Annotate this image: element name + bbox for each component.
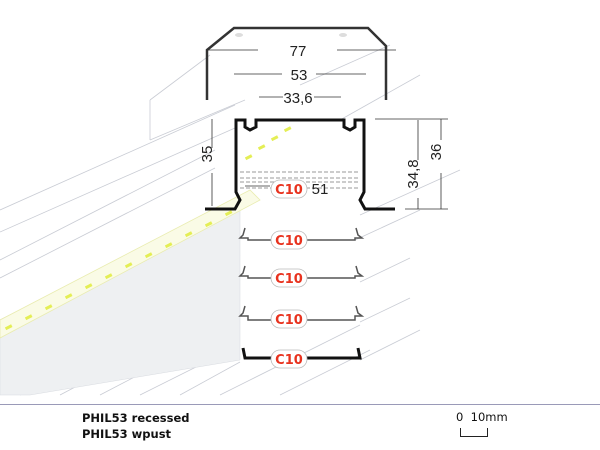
led-strip (0, 126, 292, 339)
dim-cover-width: 51 (312, 181, 329, 198)
dim-inner-depth: 35 (199, 146, 216, 163)
dim-height-inner: 34,8 (405, 159, 422, 188)
dim-profile-width: 53 (291, 67, 308, 84)
cover-option-1: C10 (238, 227, 365, 250)
dim-height-total: 36 (428, 144, 445, 161)
scale-bar (460, 428, 488, 437)
cover-option-black: C10 (241, 347, 362, 369)
cover-option-2: C10 (238, 265, 365, 288)
dimension-lines (207, 49, 448, 210)
product-name-en: PHIL53 recessed (82, 411, 190, 425)
dim-outer-width: 77 (290, 43, 307, 60)
dim-inner-width: 33,6 (283, 90, 312, 107)
svg-text:C10: C10 (275, 313, 303, 328)
cover-badge-main: C10 (270, 179, 308, 199)
cover-option-3: C10 (238, 305, 365, 329)
svg-text:C10: C10 (275, 234, 303, 249)
svg-text:C10: C10 (275, 272, 303, 287)
product-name-pl: PHIL53 wpust (82, 427, 172, 441)
mounting-bracket (205, 26, 388, 100)
svg-text:C10: C10 (275, 353, 303, 368)
baseline-divider (0, 404, 600, 405)
svg-text:C10: C10 (275, 183, 303, 198)
main-profile (205, 118, 395, 211)
product-caption: PHIL53 recessed PHIL53 wpust (82, 410, 189, 442)
scale-label: 0 10mm (456, 410, 508, 424)
